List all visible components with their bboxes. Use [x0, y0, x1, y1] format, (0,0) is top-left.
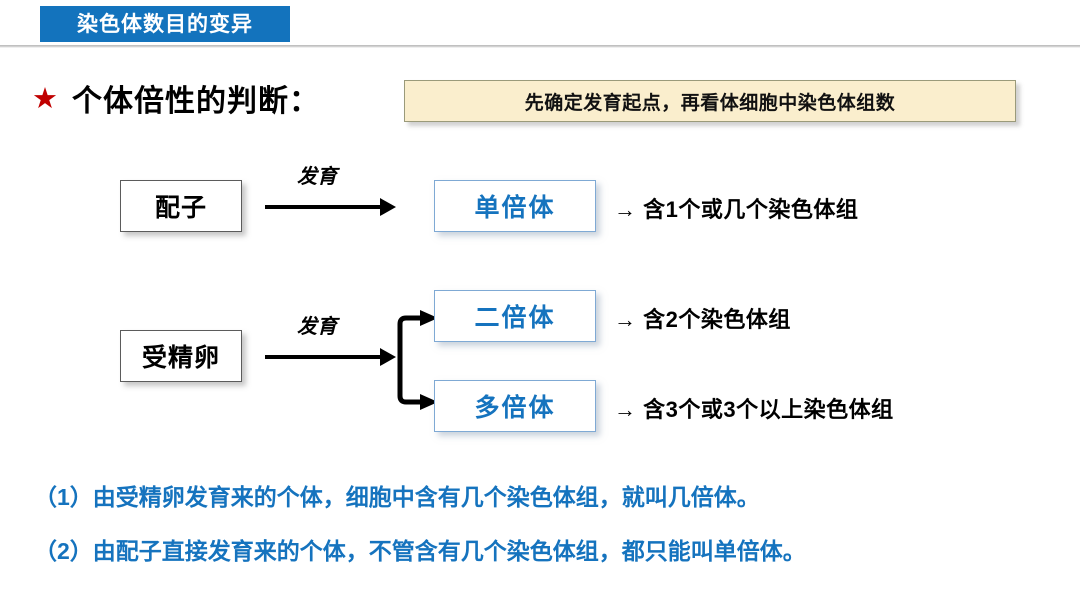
- result-box-polyploid-label: 多倍体: [474, 394, 556, 422]
- source-box-gamete-label: 配子: [154, 194, 207, 222]
- arrow-shaft-icon: [265, 205, 383, 209]
- result-box-haploid: 单倍体: [434, 180, 596, 232]
- slide-header: 染色体数目的变异: [0, 0, 1080, 48]
- header-divider: [0, 45, 1080, 48]
- source-box-zygote: 受精卵: [120, 330, 242, 382]
- header-title-band: 染色体数目的变异: [40, 6, 290, 42]
- result-box-polyploid: 多倍体: [434, 380, 596, 432]
- result-description-haploid: → 含1个或几个染色体组: [614, 197, 859, 222]
- header-title-text: 染色体数目的变异: [77, 12, 253, 36]
- result-box-haploid-label: 单倍体: [474, 194, 556, 222]
- branch-bracket-icon: [396, 300, 466, 420]
- arrow-head-icon: [380, 348, 396, 366]
- source-box-gamete: 配子: [120, 180, 242, 232]
- result-description-diploid: → 含2个染色体组: [614, 307, 791, 332]
- page-title: 个体倍性的判断：: [72, 85, 320, 118]
- section-title-row: ★ 个体倍性的判断：: [0, 74, 1080, 130]
- ploidy-flow-diagram: 配子 发育 单倍体 → 含1个或几个染色体组 受精卵 发育 二倍体 → 含2个染…: [0, 140, 1080, 460]
- arrow-label-development-1: 发育: [297, 166, 337, 188]
- result-box-diploid-label: 二倍体: [474, 304, 556, 332]
- result-description-polyploid: → 含3个或3个以上染色体组: [614, 397, 894, 422]
- arrow-label-development-2: 发育: [297, 316, 337, 338]
- star-icon: ★: [32, 83, 58, 115]
- arrow-head-icon: [380, 198, 396, 216]
- hint-note-box: 先确定发育起点，再看体细胞中染色体组数: [404, 80, 1016, 122]
- hint-note-text: 先确定发育起点，再看体细胞中染色体组数: [524, 92, 896, 114]
- arrow-shaft-icon: [265, 355, 383, 359]
- conclusion-item-1: （1）由受精卵发育来的个体，细胞中含有几个染色体组，就叫几倍体。: [34, 484, 760, 510]
- result-box-diploid: 二倍体: [434, 290, 596, 342]
- conclusion-item-2: （2）由配子直接发育来的个体，不管含有几个染色体组，都只能叫单倍体。: [34, 538, 806, 564]
- source-box-zygote-label: 受精卵: [141, 344, 220, 372]
